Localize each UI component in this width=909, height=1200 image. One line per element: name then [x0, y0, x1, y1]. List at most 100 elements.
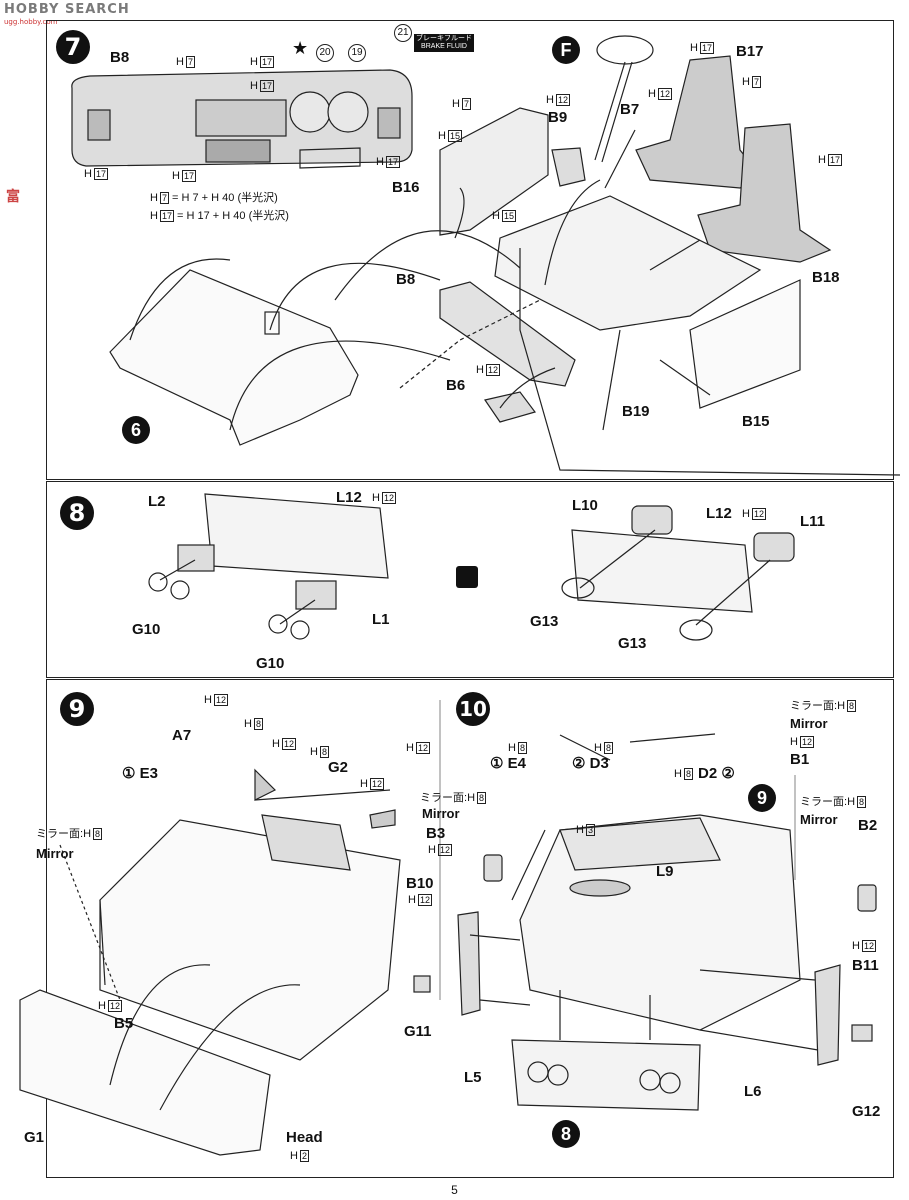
watermark-url: ugg.hobby.com [4, 18, 58, 26]
ref-8: 8 [552, 1120, 580, 1148]
part-b18: B18 [812, 269, 840, 286]
step9-10-panel [46, 679, 894, 1178]
part-g10-b: G10 [256, 655, 285, 672]
step7-number: 7 [56, 30, 90, 64]
part-a7: A7 [172, 727, 192, 744]
ref-6: 6 [122, 416, 150, 444]
step8-panel [46, 481, 894, 678]
decal-19: 19 [348, 44, 366, 62]
step7-panel [46, 20, 894, 480]
part-e4: ① E4 [490, 755, 526, 772]
part-l11: L11 [800, 513, 826, 530]
part-l5: L5 [464, 1069, 482, 1086]
ref-9: 9 [748, 784, 776, 812]
part-head: Head [286, 1129, 323, 1146]
part-d3: ② D3 [572, 755, 609, 772]
part-g12: G12 [852, 1103, 881, 1120]
part-b19: B19 [622, 403, 650, 420]
part-b6: B6 [446, 377, 466, 394]
part-l12-a: L12 [336, 489, 362, 506]
part-l2: L2 [148, 493, 166, 510]
part-b16: B16 [392, 179, 420, 196]
watermark-side: 富 [6, 189, 20, 205]
part-g1: G1 [24, 1129, 45, 1146]
part-g2: G2 [328, 759, 349, 776]
step8-number: 8 [60, 496, 94, 530]
part-b15: B15 [742, 413, 770, 430]
mirror-10-left-en: Mirror [422, 806, 460, 821]
step10-number: 10 [456, 692, 490, 726]
decal-20: 20 [316, 44, 334, 62]
part-b3: B3 [426, 825, 446, 842]
watermark-brand: HOBBY SEARCH [4, 2, 130, 17]
mirror-10-b2-en: Mirror [800, 812, 838, 827]
part-g10-a: G10 [132, 621, 161, 638]
part-g11: G11 [404, 1023, 432, 1040]
part-b10: B10 [406, 875, 434, 892]
part-d2: D2 ② [698, 765, 735, 782]
decal-21: 21 [394, 24, 412, 42]
part-l10: L10 [572, 497, 598, 514]
part-b2: B2 [858, 817, 878, 834]
step9-number: 9 [60, 692, 94, 726]
brake-fluid-label: ブレーキフルード BRAKE FLUID [414, 34, 474, 52]
part-g13-b: G13 [618, 635, 647, 652]
part-l1: L1 [372, 611, 390, 628]
part-b5: B5 [114, 1015, 134, 1032]
part-e3: ① E3 [122, 765, 158, 782]
part-b11: B11 [852, 957, 879, 974]
page-number: 5 [451, 1183, 458, 1197]
part-b7: B7 [620, 101, 640, 118]
or-icon [456, 566, 478, 588]
part-b8: B8 [396, 271, 416, 288]
mirror-10-b1-en: Mirror [790, 716, 828, 731]
part-l6: L6 [744, 1083, 762, 1100]
part-g13-a: G13 [530, 613, 559, 630]
part-b9: B9 [548, 109, 568, 126]
part-b17: B17 [736, 43, 764, 60]
ref-f: F [552, 36, 580, 64]
part-l9: L9 [656, 863, 674, 880]
step7-dash-label: B8 [110, 49, 130, 66]
part-b1: B1 [790, 751, 810, 768]
part-l12-b: L12 [706, 505, 732, 522]
